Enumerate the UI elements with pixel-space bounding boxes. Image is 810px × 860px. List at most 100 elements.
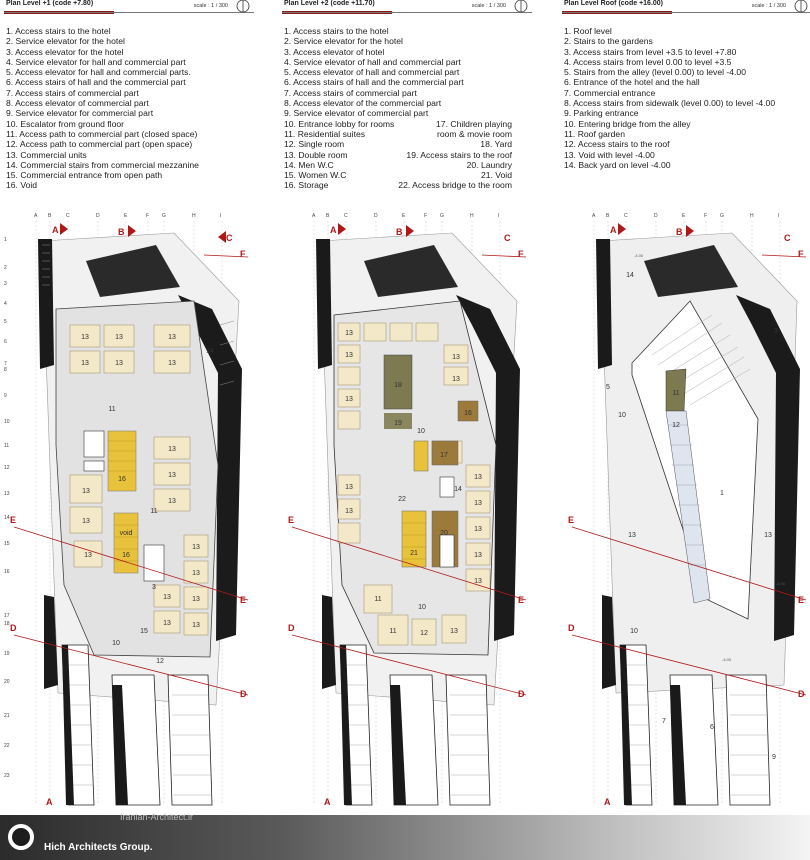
room-label: 13 (163, 594, 171, 601)
room-label: 13 (450, 628, 458, 635)
legend-item: 7. Commercial entrance (564, 87, 656, 98)
floor-plan-roof: A B C D E F G H I (568, 213, 807, 845)
scale-label: scale : 1 / 300 (193, 3, 228, 9)
grid-col-label: C (624, 213, 628, 219)
room-label: 1 (720, 490, 724, 497)
legend-list: 1. Roof level 2. Stairs to the gardens 3… (564, 26, 810, 170)
legend-item: 1. Access stairs to the hotel (284, 26, 389, 36)
legend-item: 14. Men W.C (284, 159, 334, 170)
room-label: 13 (82, 518, 90, 525)
legend-item: 6. Access stairs of hall and the commerc… (284, 77, 464, 88)
room-label: 14 (206, 348, 214, 355)
room-label: 13 (345, 330, 353, 337)
legend-item: 5. Stairs from the alley (level 0.00) to… (564, 67, 746, 78)
legend-item: 1. Access stairs to the hotel (6, 26, 111, 36)
legend-item: room & movie room (437, 128, 512, 139)
section-marker: C (784, 233, 791, 243)
grid-row-label: 2 (4, 265, 7, 271)
grid-col-label: H (750, 213, 754, 219)
legend-item: 3. Access elevator for the hotel (6, 46, 124, 57)
floor-plan-level-2: A B C D E F G H I (288, 213, 527, 831)
legend-item: 7. Access stairs of commercial part (6, 87, 139, 98)
room-label: 13 (345, 396, 353, 403)
legend-item: 2. Stairs to the gardens (564, 36, 653, 47)
grid-col-label: A (34, 213, 38, 219)
grid-row-label: 13 (4, 491, 10, 497)
legend-item: 3. Access elevator of hotel (284, 46, 385, 57)
section-marker: A (46, 797, 53, 807)
room-label: 13 (168, 446, 176, 453)
room-label: 13 (115, 334, 123, 341)
legend-item: 15. Commercial entrance from open path (6, 170, 163, 181)
grid-col-label: D (654, 213, 658, 219)
panel-header: Plan Level +2 (code +11.70) scale : 1 / … (282, 0, 532, 14)
room-label: 13 (628, 532, 636, 539)
grid-row-label: 19 (4, 651, 10, 657)
grid-row-label: 5 (4, 319, 7, 325)
panel-title: Plan Level +1 (code +7.80) (6, 0, 94, 7)
legend-item: 1. Roof level (564, 26, 612, 36)
grid-col-label: F (146, 213, 149, 219)
header-rule (282, 12, 532, 13)
section-marker: C (226, 233, 233, 243)
company-logo-icon (8, 824, 34, 850)
room-label: 13 (474, 578, 482, 585)
company-name: Hich Architects Group. (44, 842, 153, 853)
section-marker: A (604, 797, 611, 807)
grid-row-label: 9 (4, 393, 7, 399)
room-label: 11 (108, 406, 115, 413)
section-marker: E (518, 595, 524, 605)
room-label: 13 (345, 508, 353, 515)
section-marker: F (518, 249, 524, 259)
grid-col-label: C (344, 213, 348, 219)
grid-col-label: A (592, 213, 596, 219)
legend-item: 8. Access stairs from sidewalk (level 0.… (564, 98, 776, 109)
room-label: 17 (440, 452, 448, 459)
room-label: 13 (345, 352, 353, 359)
legend-item: 22. Access bridge to the room (398, 180, 512, 191)
grid-col-label: B (606, 213, 610, 219)
room-label: 10 (417, 428, 425, 435)
room-label: 7 (662, 718, 666, 725)
legend-list: 1. Access stairs to the hotel 2. Service… (6, 26, 256, 191)
section-marker: E (288, 515, 294, 525)
room-label: 13 (345, 484, 353, 491)
legend-item: 5. Access elevator of hall and commercia… (284, 67, 460, 78)
legend-item: 5. Access elevator for hall and commerci… (6, 67, 191, 78)
section-marker: A (330, 225, 337, 235)
legend-item: 9. Service elevator for commercial part (6, 108, 154, 119)
legend-item: 9. Parking entrance (564, 108, 639, 119)
legend-item: 10. Entrance lobby for rooms (284, 118, 395, 129)
legend-item: 15. Women W.C (284, 170, 347, 181)
footer-bar (0, 815, 810, 860)
room-label: 10 (112, 640, 120, 647)
level-tag: -4.00 (776, 581, 786, 586)
room-label: 16 (122, 552, 130, 559)
room-label: 13 (168, 498, 176, 505)
header-rule (562, 12, 810, 13)
grid-row-label: 3 (4, 281, 7, 287)
section-marker: E (568, 515, 574, 525)
grid-col-label: E (402, 213, 406, 219)
section-marker: B (118, 227, 125, 237)
panel-title: Plan Level +2 (code +11.70) (284, 0, 375, 7)
room-label: 19 (394, 420, 402, 427)
floor-plan-level-1: A B C D E F G H I 1 2 3 4 5 6 7 8 9 1 (4, 213, 249, 831)
grid-row-label: 11 (4, 443, 9, 449)
grid-col-label: F (424, 213, 427, 219)
legend-item: 6. Entrance of the hotel and the hall (564, 77, 700, 88)
room-label: 10 (418, 604, 426, 611)
grid-row-label: 20 (4, 679, 10, 685)
section-marker: E (240, 595, 246, 605)
room-label: 13 (168, 472, 176, 479)
room-label: 13 (81, 360, 89, 367)
room-label: 10 (618, 412, 626, 419)
grid-row-label: 8 (4, 367, 7, 373)
room-label: 22 (398, 496, 406, 503)
watermark-text: Iranian-Architect.ir (120, 812, 194, 822)
grid-col-label: G (162, 213, 166, 219)
grid-col-label: I (220, 213, 221, 219)
grid-col-label: D (96, 213, 100, 219)
grid-row-label: 1 (4, 237, 7, 243)
section-marker: A (610, 225, 617, 235)
